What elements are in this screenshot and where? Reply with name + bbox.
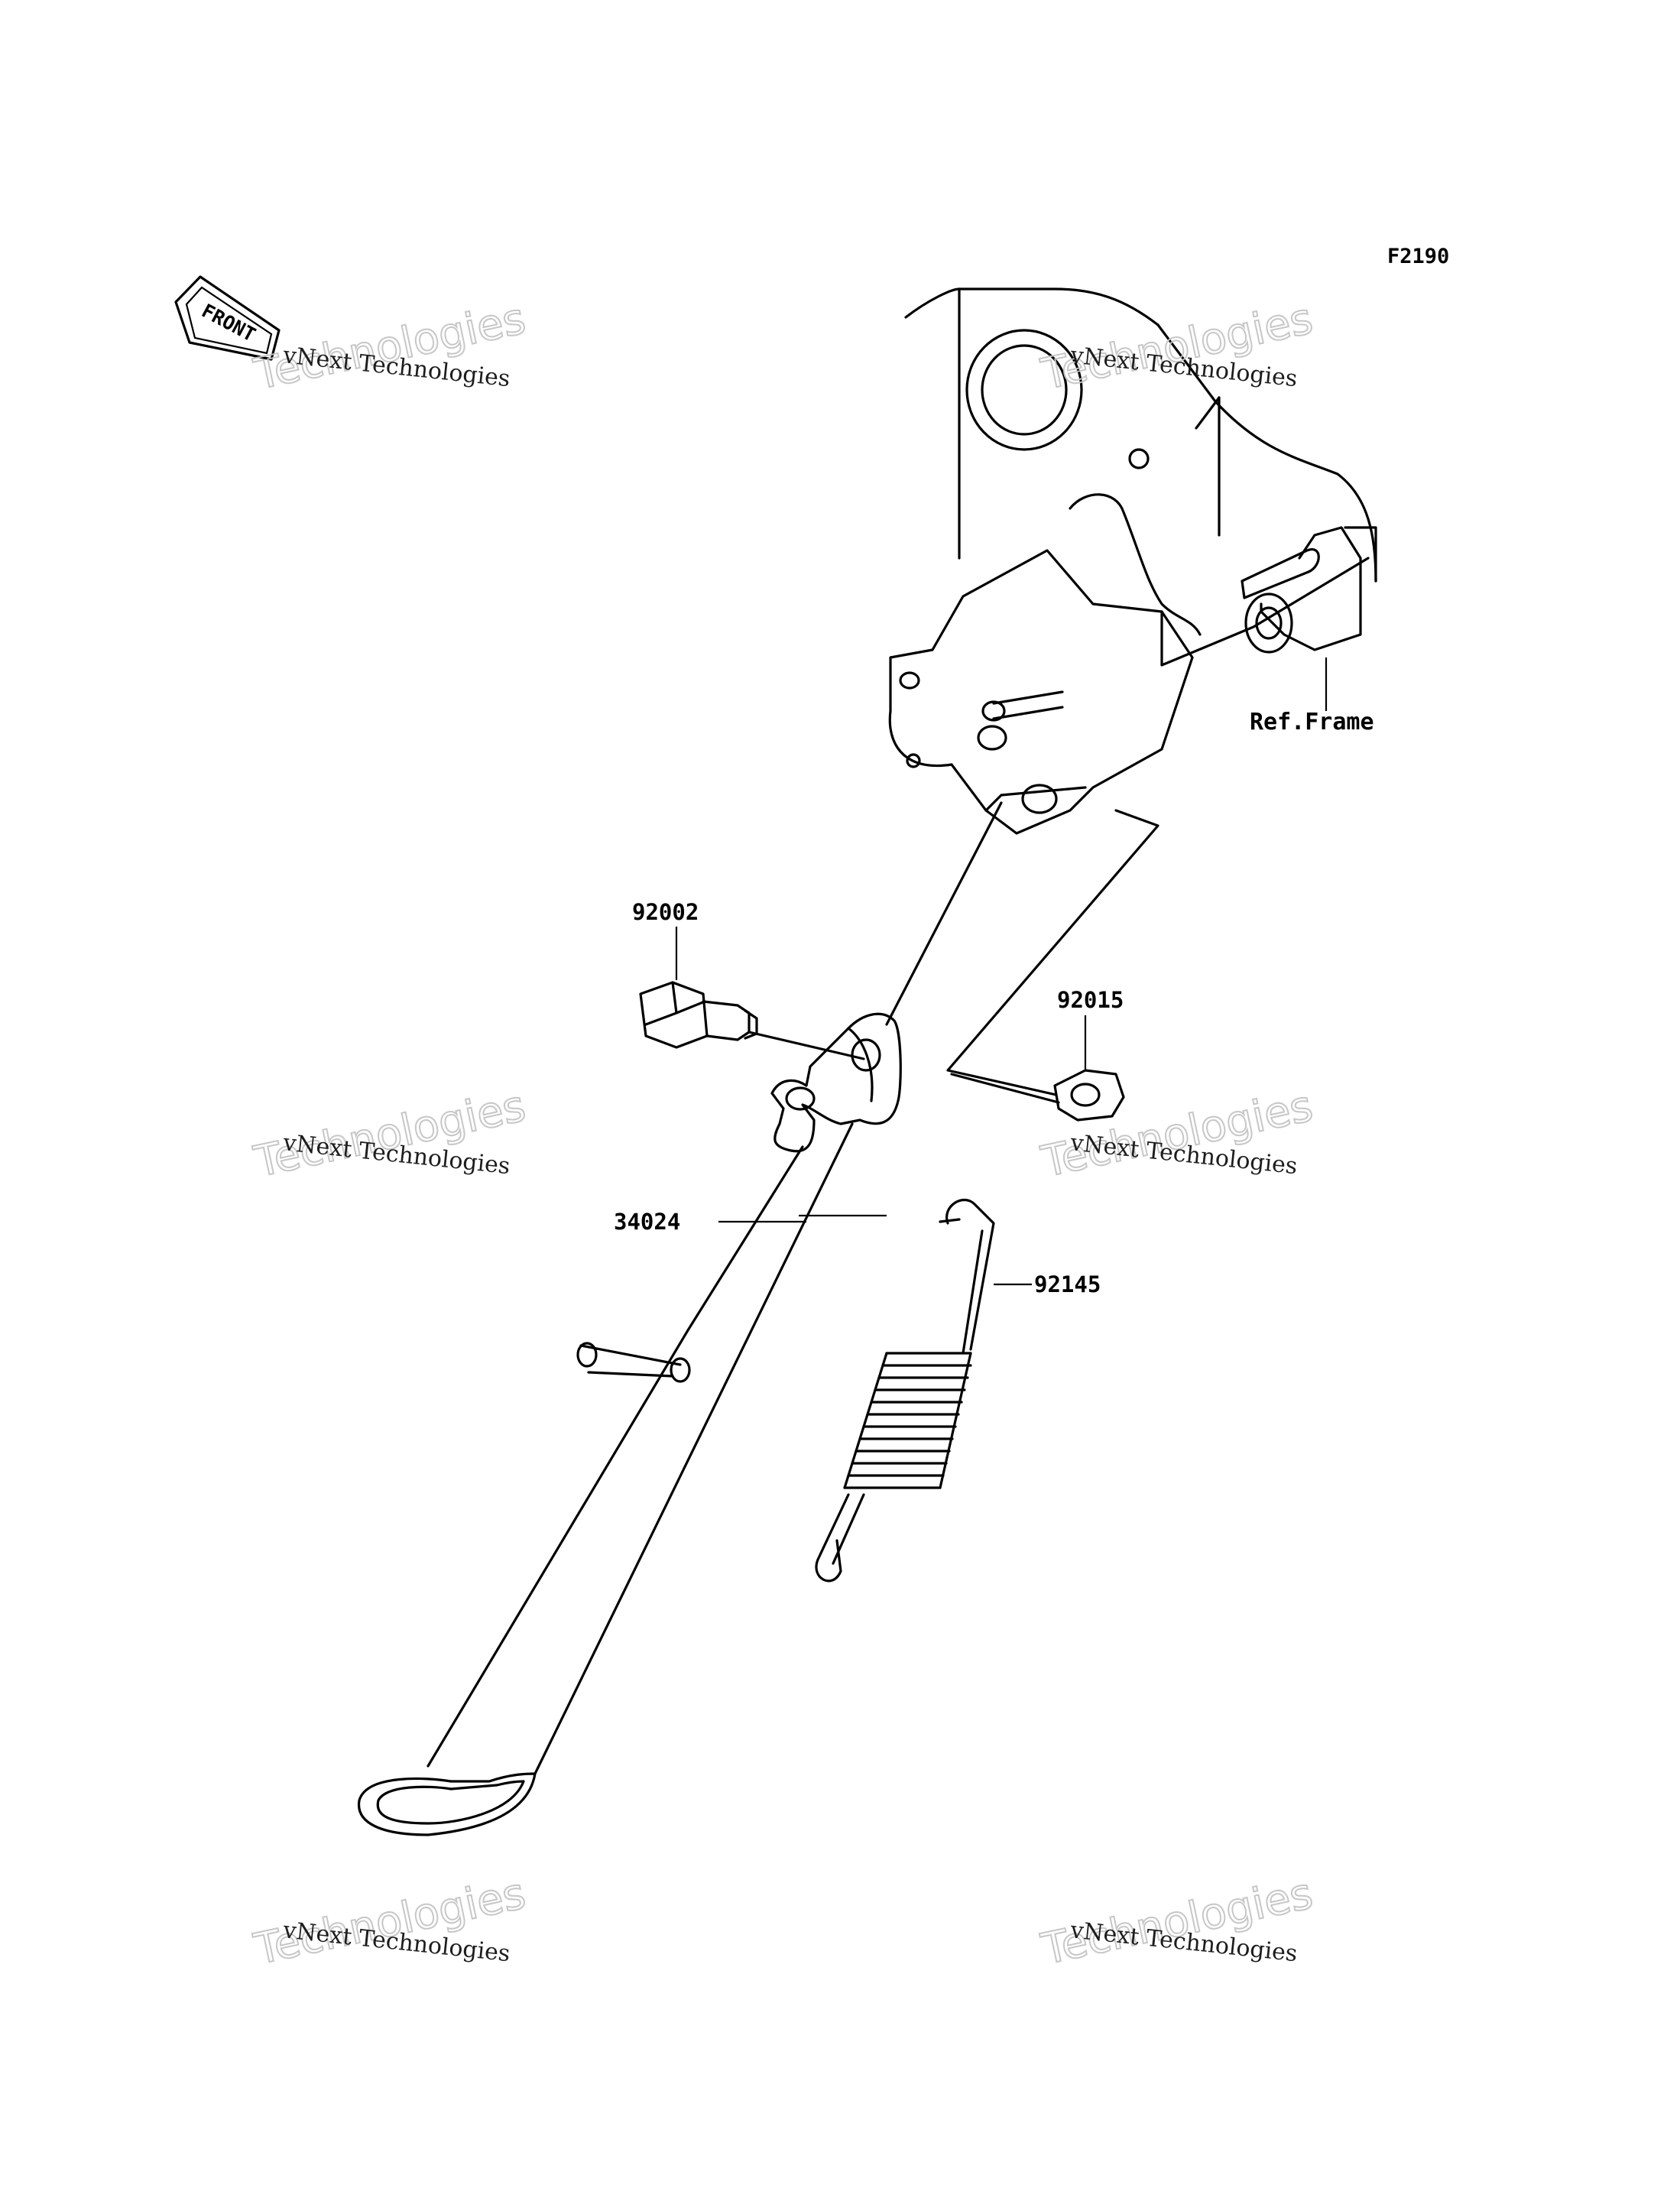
part-label-92015: 92015 — [1057, 987, 1124, 1013]
watermark: Technologies vNext Technologies Technolo… — [249, 293, 1318, 1976]
frame-reference-drawing — [885, 287, 1377, 1099]
nut-part — [950, 1015, 1125, 1122]
part-label-92145: 92145 — [1034, 1271, 1101, 1297]
spring-part — [815, 1198, 1032, 1583]
part-label-92002: 92002 — [632, 899, 699, 925]
side-stand-part — [357, 1012, 902, 1836]
figure-code: F2190 — [1387, 245, 1449, 268]
front-arrow-icon: FRONT — [174, 275, 281, 361]
bolt-part — [639, 927, 865, 1060]
part-label-34024: 34024 — [614, 1209, 680, 1235]
leader-lines — [799, 657, 1328, 1217]
frame-ref-label: Ref.Frame — [1250, 709, 1374, 735]
